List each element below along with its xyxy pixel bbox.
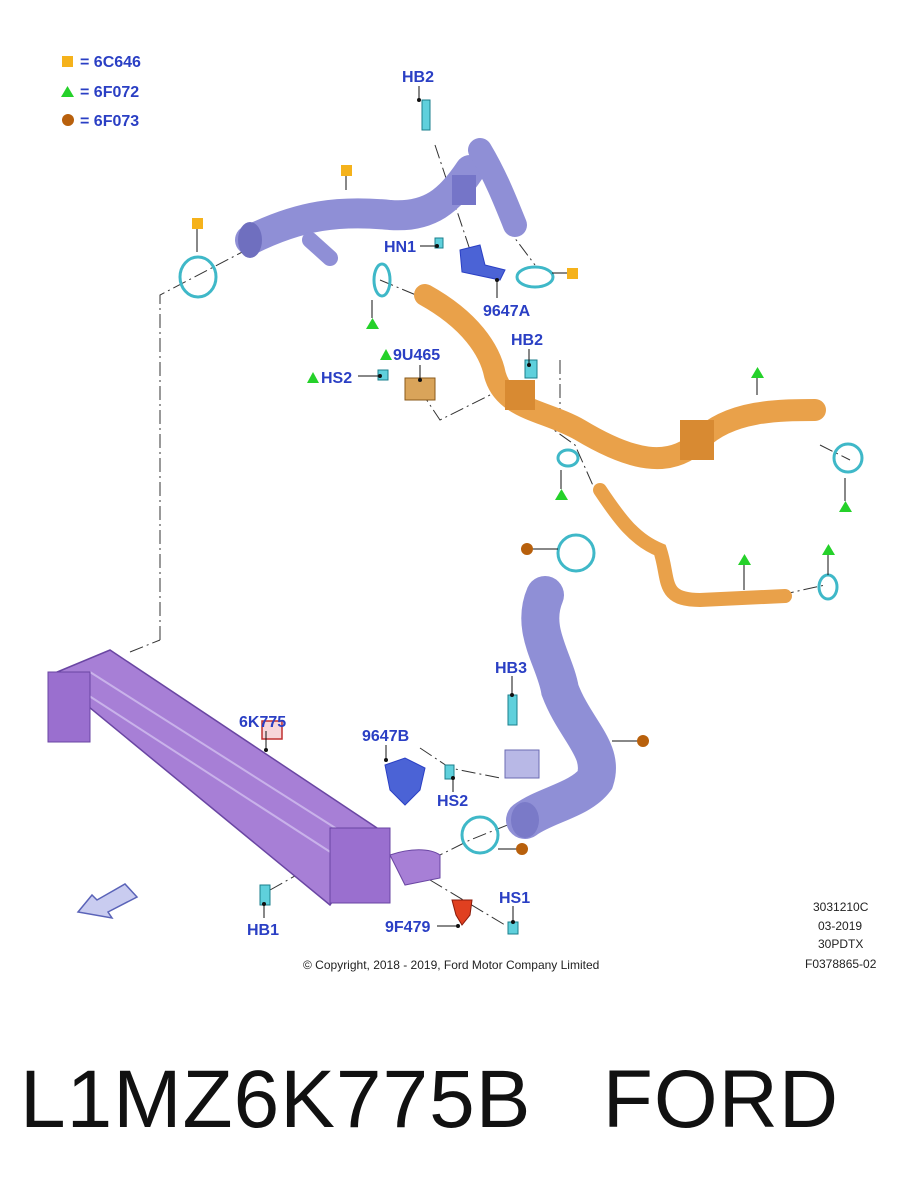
label-9647b: 9647B bbox=[362, 728, 409, 745]
label-9f479: 9F479 bbox=[385, 919, 430, 936]
clamp-5 bbox=[832, 442, 864, 474]
part-marker-6k775 bbox=[261, 720, 283, 740]
bracket-9647b-icon bbox=[384, 757, 426, 806]
bolt-hb1-icon bbox=[259, 884, 271, 906]
label-9647a: 9647A bbox=[483, 303, 531, 320]
bolt-hs2-bottom-icon bbox=[444, 764, 455, 780]
marker-square-icon bbox=[192, 218, 203, 229]
leader-lines bbox=[196, 86, 846, 928]
label-hb3: HB3 bbox=[495, 660, 527, 677]
clamp-2 bbox=[515, 265, 555, 289]
bracket-9647a-icon bbox=[459, 244, 506, 281]
marker-circle-icon bbox=[637, 735, 649, 747]
label-hb2-top: HB2 bbox=[402, 69, 434, 86]
lower-blue-hose bbox=[504, 576, 616, 839]
marker-circle-icon bbox=[516, 843, 528, 855]
marker-triangle-icon bbox=[751, 367, 764, 378]
bolt-hb3-icon bbox=[507, 694, 518, 726]
label-hs2-top: HS2 bbox=[321, 370, 352, 387]
marker-square-icon bbox=[341, 165, 352, 176]
label-hb1: HB1 bbox=[247, 922, 279, 939]
sensor-9f479-icon bbox=[451, 899, 473, 926]
part-number-title: L1MZ6K775B FORD bbox=[20, 1054, 840, 1145]
bolt-hb2-mid-icon bbox=[524, 359, 538, 379]
parts-diagram: = 6C646 = 6F072 = 6F073 bbox=[47, 54, 877, 972]
legend-triangle-text: = 6F072 bbox=[80, 84, 139, 101]
label-hn1: HN1 bbox=[384, 239, 416, 256]
marker-triangle-icon bbox=[738, 554, 751, 565]
copyright-text: © Copyright, 2018 - 2019, Ford Motor Com… bbox=[303, 958, 599, 972]
marker-square-icon bbox=[567, 268, 578, 279]
upper-blue-hose bbox=[235, 138, 527, 266]
label-hs2-top-triangle-icon bbox=[307, 372, 319, 383]
meta-line-1: 3031210C bbox=[813, 900, 869, 914]
legend-square-text: = 6C646 bbox=[80, 54, 141, 71]
part-labels: HB2 HN1 9647A HB2 9U465 HS2 6K775 9647B … bbox=[239, 69, 543, 939]
label-hs1: HS1 bbox=[499, 890, 530, 907]
marker-triangle-icon bbox=[839, 501, 852, 512]
label-hs2-bottom: HS2 bbox=[437, 793, 468, 810]
meta-line-4: F0378865-02 bbox=[805, 957, 877, 971]
label-6k775: 6K775 bbox=[239, 714, 286, 731]
legend-circle-text: = 6F073 bbox=[80, 113, 139, 130]
direction-arrow-icon bbox=[76, 883, 139, 920]
small-components bbox=[259, 99, 538, 935]
clamp-8 bbox=[460, 815, 500, 855]
label-9u465: 9U465 bbox=[393, 347, 440, 364]
clamp-4 bbox=[556, 448, 580, 468]
label-hb2-mid: HB2 bbox=[511, 332, 543, 349]
drawing-metadata: 3031210C 03-2019 30PDTX F0378865-02 © Co… bbox=[303, 900, 877, 972]
legend-triangle-icon bbox=[61, 86, 74, 97]
orange-charge-pipe bbox=[414, 284, 826, 608]
meta-line-2: 03-2019 bbox=[818, 919, 862, 933]
meta-line-3: 30PDTX bbox=[818, 937, 863, 951]
label-9u465-triangle-icon bbox=[380, 349, 392, 360]
bolt-hn1-icon bbox=[434, 237, 444, 249]
intercooler bbox=[47, 649, 441, 907]
clamp-6 bbox=[817, 573, 839, 601]
symbol-markers bbox=[192, 165, 852, 855]
legend: = 6C646 = 6F072 = 6F073 bbox=[61, 54, 141, 130]
clamp-1 bbox=[178, 255, 218, 299]
bolt-hb2-top-icon bbox=[421, 99, 431, 131]
marker-triangle-icon bbox=[366, 318, 379, 329]
clamp-3 bbox=[372, 262, 392, 298]
marker-triangle-icon bbox=[822, 544, 835, 555]
bolt-hs2-top-icon bbox=[377, 369, 389, 381]
legend-square-icon bbox=[62, 56, 73, 67]
legend-circle-icon bbox=[62, 114, 74, 126]
marker-circle-icon bbox=[521, 543, 533, 555]
marker-triangle-icon bbox=[555, 489, 568, 500]
clamp-7 bbox=[556, 533, 596, 573]
